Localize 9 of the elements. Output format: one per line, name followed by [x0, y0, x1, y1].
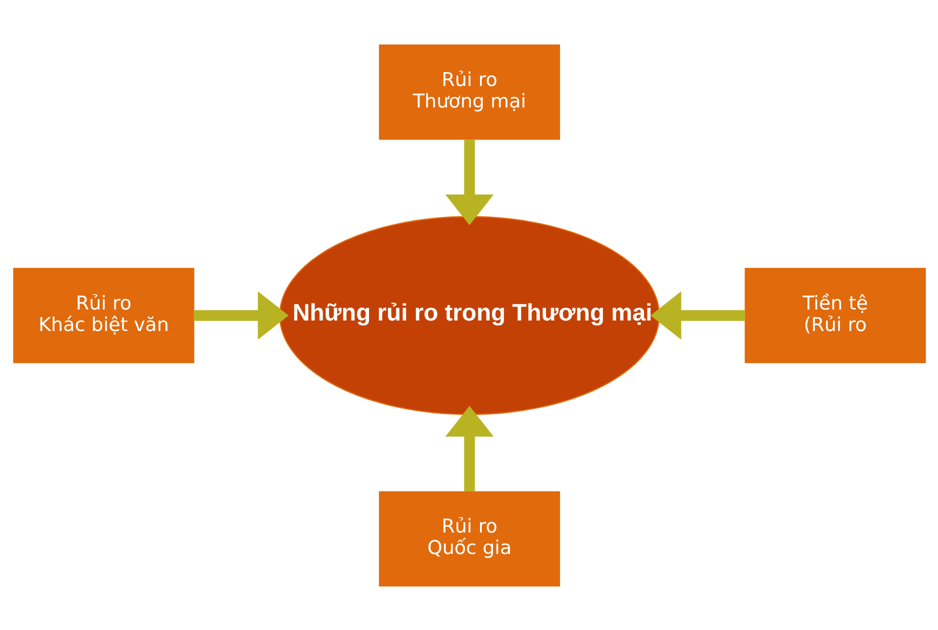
arrow: [444, 405, 494, 492]
arrow: [193, 290, 288, 340]
node-ellipse: Những rủi ro trong Thương mại: [278, 216, 660, 414]
node-box: Rủi ro Thương mại: [378, 44, 560, 140]
node-box: Rủi ro Khác biệt văn: [12, 267, 194, 363]
node-box: Rủi ro Quốc gia: [378, 490, 560, 586]
arrow: [444, 139, 494, 225]
node-box: Tiền tệ (Rủi ro: [744, 267, 926, 363]
arrow: [650, 290, 745, 340]
